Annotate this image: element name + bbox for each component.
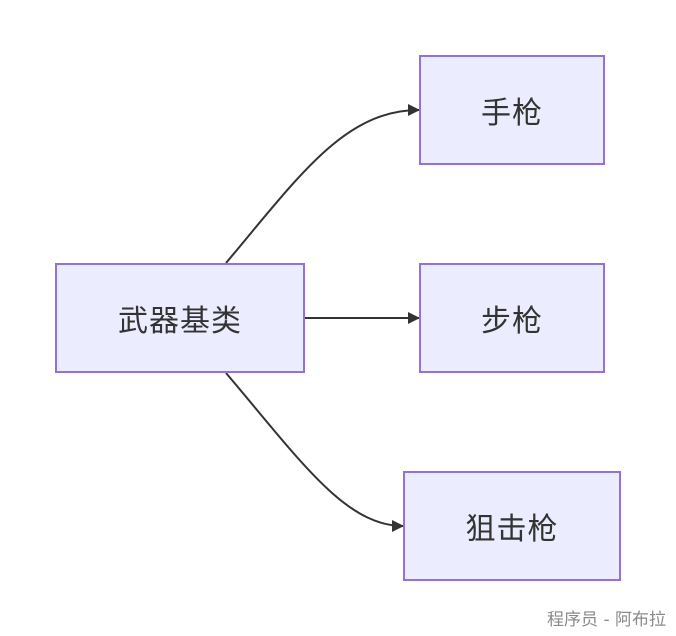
node-label: 步枪 (481, 304, 543, 339)
node-sniper-rifle: 狙击枪 (403, 471, 621, 581)
edge-base-to-pistol (225, 104, 420, 264)
edge-base-to-sniper (225, 372, 404, 532)
node-weapon-base-class: 武器基类 (55, 263, 305, 373)
watermark: 程序员 - 阿布拉 (547, 610, 666, 630)
node-label: 武器基类 (118, 304, 242, 339)
node-label: 手枪 (481, 96, 543, 131)
node-label: 狙击枪 (465, 512, 559, 547)
node-pistol: 手枪 (419, 55, 605, 165)
node-rifle: 步枪 (419, 263, 605, 373)
